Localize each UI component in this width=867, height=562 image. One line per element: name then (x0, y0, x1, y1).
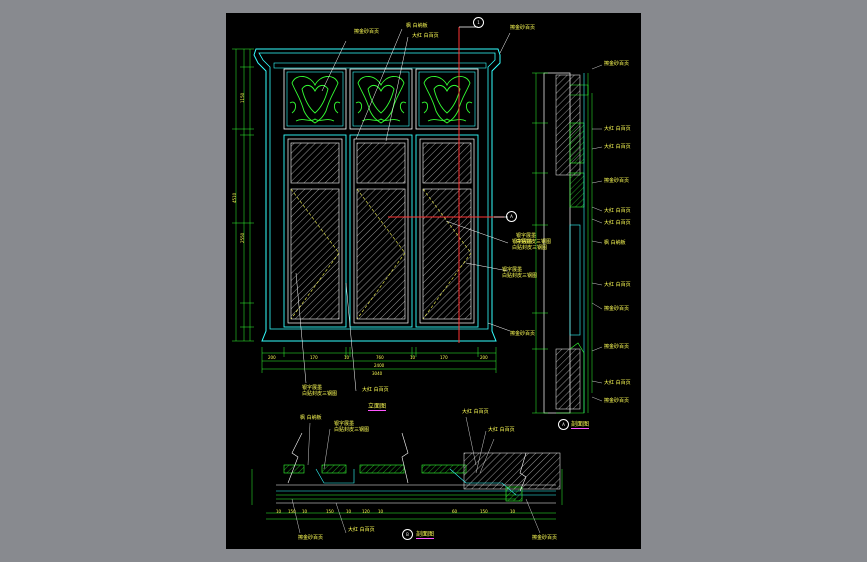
section-b-view (251, 416, 563, 534)
sec-a-label-12: 大红 白百页 (604, 380, 631, 386)
label-top-finish-1: 擦金砂百页 (354, 29, 380, 35)
sec-b-dim-5: 120 (362, 509, 370, 514)
label-glass-1b: 白贴封皮三钢图 (512, 245, 548, 251)
sec-a-label-7: 银字展墨 (516, 233, 537, 239)
dim-bottom-3: 760 (376, 355, 384, 360)
label-glass-2b: 白贴封皮三钢图 (502, 273, 538, 279)
section-b-title: 剖面图 (416, 531, 435, 539)
label-left-finish: 大红 白百页 (362, 387, 389, 393)
sec-b-dim-3: 150 (326, 509, 334, 514)
sec-b-dim-7: 60 (452, 509, 458, 514)
label-top-shelf: 大红 白百页 (412, 33, 439, 39)
dim-left-total: 4510 (232, 192, 237, 203)
glazed-panels (283, 134, 479, 328)
sec-b-label-shelf-2: 大红 白百页 (488, 427, 515, 433)
sec-a-label-0: 擦金砂百页 (604, 61, 630, 67)
sec-b-dim-9: 10 (510, 509, 516, 514)
sec-a-label-5: 大红 白百页 (604, 220, 631, 226)
label-left-glass-b: 白贴封皮三钢图 (302, 391, 338, 397)
label-bottom-finish: 擦金砂百页 (510, 331, 536, 337)
dim-left-lower: 2550 (240, 232, 245, 243)
section-a-title: 剖面图 (571, 421, 590, 429)
dim-left-upper: 1150 (240, 92, 245, 103)
sec-b-dim-8: 150 (480, 509, 488, 514)
label-glass-2: 银字展墨 (502, 267, 523, 273)
cad-drawing (232, 26, 603, 534)
sec-a-label-10: 擦金砂百页 (604, 306, 630, 312)
cad-drawing-viewport[interactable]: 擦金砂百页 枫 白纳板 大红 白百页 擦金砂百页 银字展墨 白贴封皮三钢图 银字… (226, 13, 641, 549)
label-left-glass: 银字展墨 (302, 385, 323, 391)
sec-a-label-13: 擦金砂百页 (604, 398, 630, 404)
dim-bottom-0: 200 (268, 355, 276, 360)
sec-b-label-glass-b: 白贴封皮三钢图 (334, 427, 370, 433)
sec-b-dim-0: 10 (276, 509, 282, 514)
elevation-view (232, 26, 511, 392)
section-cut-lines (388, 27, 504, 343)
sec-b-dim-6: 10 (378, 509, 384, 514)
sec-b-label-shelf-1: 大红 白百页 (462, 409, 489, 415)
sec-b-dim-4: 10 (346, 509, 352, 514)
sec-b-label-glass: 银字展墨 (334, 421, 355, 427)
sec-b-label-right-finish: 擦金砂百页 (532, 535, 558, 541)
section-marker-a: A (558, 419, 569, 430)
dim-bottom-6: 200 (480, 355, 488, 360)
sec-b-label-left-top: 枫 白纳板 (300, 415, 322, 421)
sec-a-label-3: 擦金砂百页 (604, 178, 630, 184)
dim-bottom-5: 170 (440, 355, 448, 360)
sec-a-label-9: 大红 白百页 (604, 282, 631, 288)
sec-a-label-8: 白贴封皮三钢图 (516, 239, 552, 245)
sec-a-label-4: 大红 白百页 (604, 208, 631, 214)
section-a-view (532, 64, 603, 414)
dim-overall-inner: 2400 (374, 363, 385, 368)
sec-b-dim-1: 150 (288, 509, 296, 514)
dim-bottom-1: 170 (310, 355, 318, 360)
sec-a-label-6: 枫 白纳板 (604, 240, 626, 246)
sec-b-dim-2: 10 (302, 509, 308, 514)
section-marker-top: 1 (473, 17, 484, 28)
sec-b-label-mid-bottom: 大红 白百页 (348, 527, 375, 533)
dim-bottom-2: 10 (344, 355, 350, 360)
sec-a-label-1: 大红 白百页 (604, 126, 631, 132)
sec-a-label-2: 大红 白百页 (604, 144, 631, 150)
sec-b-label-left-bottom: 擦金砂百页 (298, 535, 324, 541)
sec-a-label-11: 擦金砂百页 (604, 344, 630, 350)
elevation-title: 立面图 (368, 403, 387, 411)
dim-overall: 3040 (372, 371, 383, 376)
label-top-finish-2: 擦金砂百页 (510, 25, 536, 31)
label-top-wood: 枫 白纳板 (406, 23, 428, 29)
section-marker-b: B (402, 529, 413, 540)
transom-panels (283, 68, 479, 130)
section-marker-a-elev: A (506, 211, 517, 222)
label-glass-1: 银字展墨 (512, 239, 533, 245)
dim-bottom-4: 10 (410, 355, 416, 360)
